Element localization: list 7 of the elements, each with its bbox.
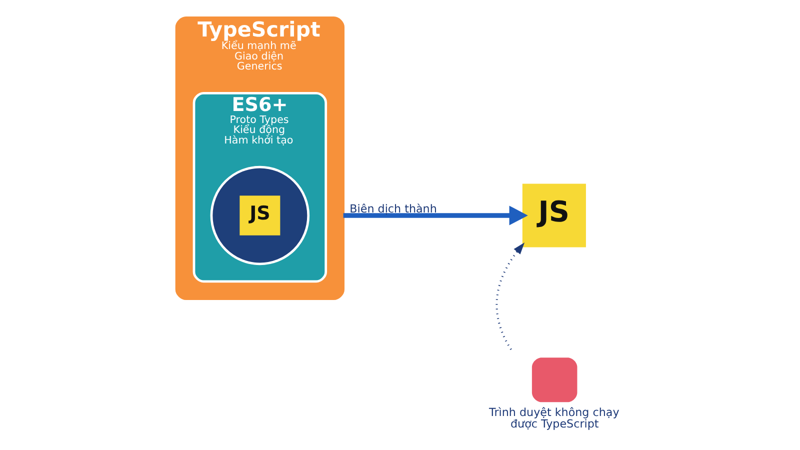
node-label: Trình duyệt không chạy được TypeScript [488,406,619,431]
node-box [531,358,577,402]
arrow [495,242,524,350]
node-box: JS [522,184,586,248]
edge-label: Biên dịch thành [349,202,436,216]
node-circle: JS [210,166,310,266]
arrow [342,206,528,226]
